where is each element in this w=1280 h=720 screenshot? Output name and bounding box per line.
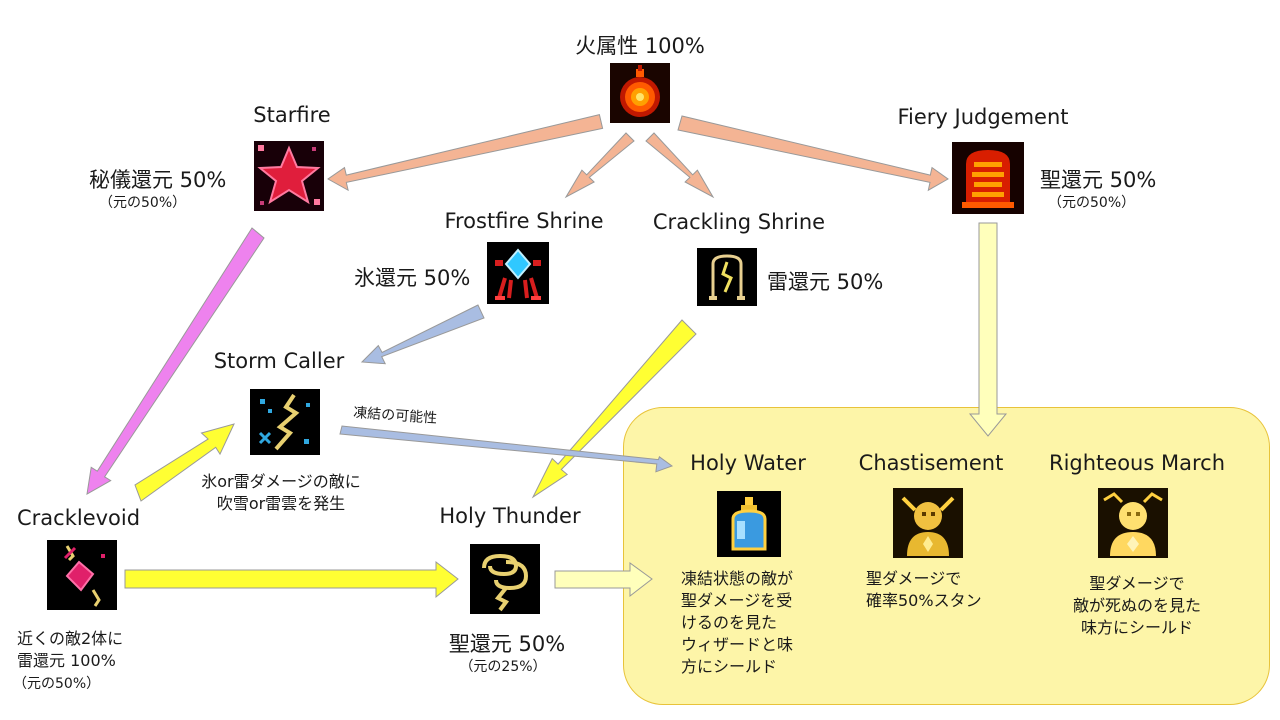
storm-caller-desc-2: 吹雪or雷雲を発生 xyxy=(216,494,346,513)
arrow-crackling-to-holy-thunder xyxy=(531,319,697,499)
arrow-holy-thunder-to-holy-group xyxy=(554,562,653,598)
chastisement-icon xyxy=(893,488,963,558)
crackling-shrine-title: Crackling Shrine xyxy=(652,210,826,234)
holy-water-desc-1: 凍結状態の敵が xyxy=(681,569,794,588)
root-title: 火属性 100% xyxy=(575,34,705,58)
cracklevoid-icon xyxy=(47,540,117,610)
chastisement-desc-1: 聖ダメージで xyxy=(866,569,962,588)
arrow-frostfire-to-storm-caller xyxy=(360,304,485,365)
holy-water-desc-5: 方にシールド xyxy=(681,657,778,676)
arrow-starfire-to-cracklevoid xyxy=(86,227,265,495)
arrow-fiery-judgement-to-holy-group xyxy=(968,222,1008,437)
starfire-conversion: 秘儀還元 50% xyxy=(89,168,227,192)
chastisement-title: Chastisement xyxy=(858,451,1004,475)
righteous-march-title: Righteous March xyxy=(1048,451,1226,475)
holy-water-icon xyxy=(717,491,781,557)
cracklevoid-title: Cracklevoid xyxy=(17,506,141,530)
storm-caller-icon xyxy=(250,389,320,455)
chastisement-desc-2: 確率50%スタン xyxy=(866,591,982,610)
cracklevoid-desc-1: 近くの敵2体に xyxy=(17,629,124,648)
righteous-march-desc-1: 聖ダメージで xyxy=(1089,574,1185,593)
cracklevoid-note: （元の50%） xyxy=(13,676,101,692)
holy-water-title: Holy Water xyxy=(690,451,806,475)
holy-thunder-icon xyxy=(470,544,540,614)
arrow-cracklevoid-to-holy-thunder xyxy=(124,560,459,599)
star-icon xyxy=(254,141,324,211)
holy-thunder-note: （元の25%） xyxy=(459,659,547,675)
righteous-march-desc-3: 味方にシールド xyxy=(1080,618,1194,637)
fiery-judgement-icon xyxy=(952,142,1024,214)
crackling-shrine-icon xyxy=(697,248,757,306)
storm-caller-title: Storm Caller xyxy=(213,349,345,373)
frostfire-shrine-conversion: 氷還元 50% xyxy=(354,266,471,290)
arrow-storm-caller-to-holy-water xyxy=(339,425,674,473)
storm-caller-desc-1: 氷or雷ダメージの敵に xyxy=(201,472,361,491)
crackling-shrine-conversion: 雷還元 50% xyxy=(767,270,884,294)
frostfire-shrine-title: Frostfire Shrine xyxy=(444,209,604,233)
arrow-root-to-frostfire xyxy=(564,132,635,199)
fiery-judgement-note: （元の50%） xyxy=(1048,195,1136,211)
holy-water-desc-4: ウィザードと味 xyxy=(681,635,794,654)
holy-water-desc-3: けるのを見た xyxy=(681,613,778,632)
arrow-root-to-crackling xyxy=(645,132,715,199)
arrow-root-to-starfire xyxy=(327,113,604,192)
frostfire-shrine-icon xyxy=(487,242,549,304)
holy-thunder-title: Holy Thunder xyxy=(439,504,581,528)
righteous-march-desc-2: 敵が死ぬのを見た xyxy=(1072,596,1202,615)
holy-water-desc-2: 聖ダメージを受 xyxy=(681,591,793,610)
holy-thunder-conversion: 聖還元 50% xyxy=(448,632,566,656)
righteous-march-icon xyxy=(1098,488,1168,558)
fiery-judgement-title: Fiery Judgement xyxy=(897,105,1069,129)
fire-orb-icon xyxy=(610,63,670,123)
cracklevoid-desc-2: 雷還元 100% xyxy=(17,651,116,670)
arrow-root-to-fiery-judgement xyxy=(677,115,949,192)
starfire-note: （元の50%） xyxy=(99,195,187,211)
arrow-cracklevoid-to-storm-caller xyxy=(134,423,235,502)
starfire-title: Starfire xyxy=(253,103,331,127)
fiery-judgement-conversion: 聖還元 50% xyxy=(1040,168,1157,192)
